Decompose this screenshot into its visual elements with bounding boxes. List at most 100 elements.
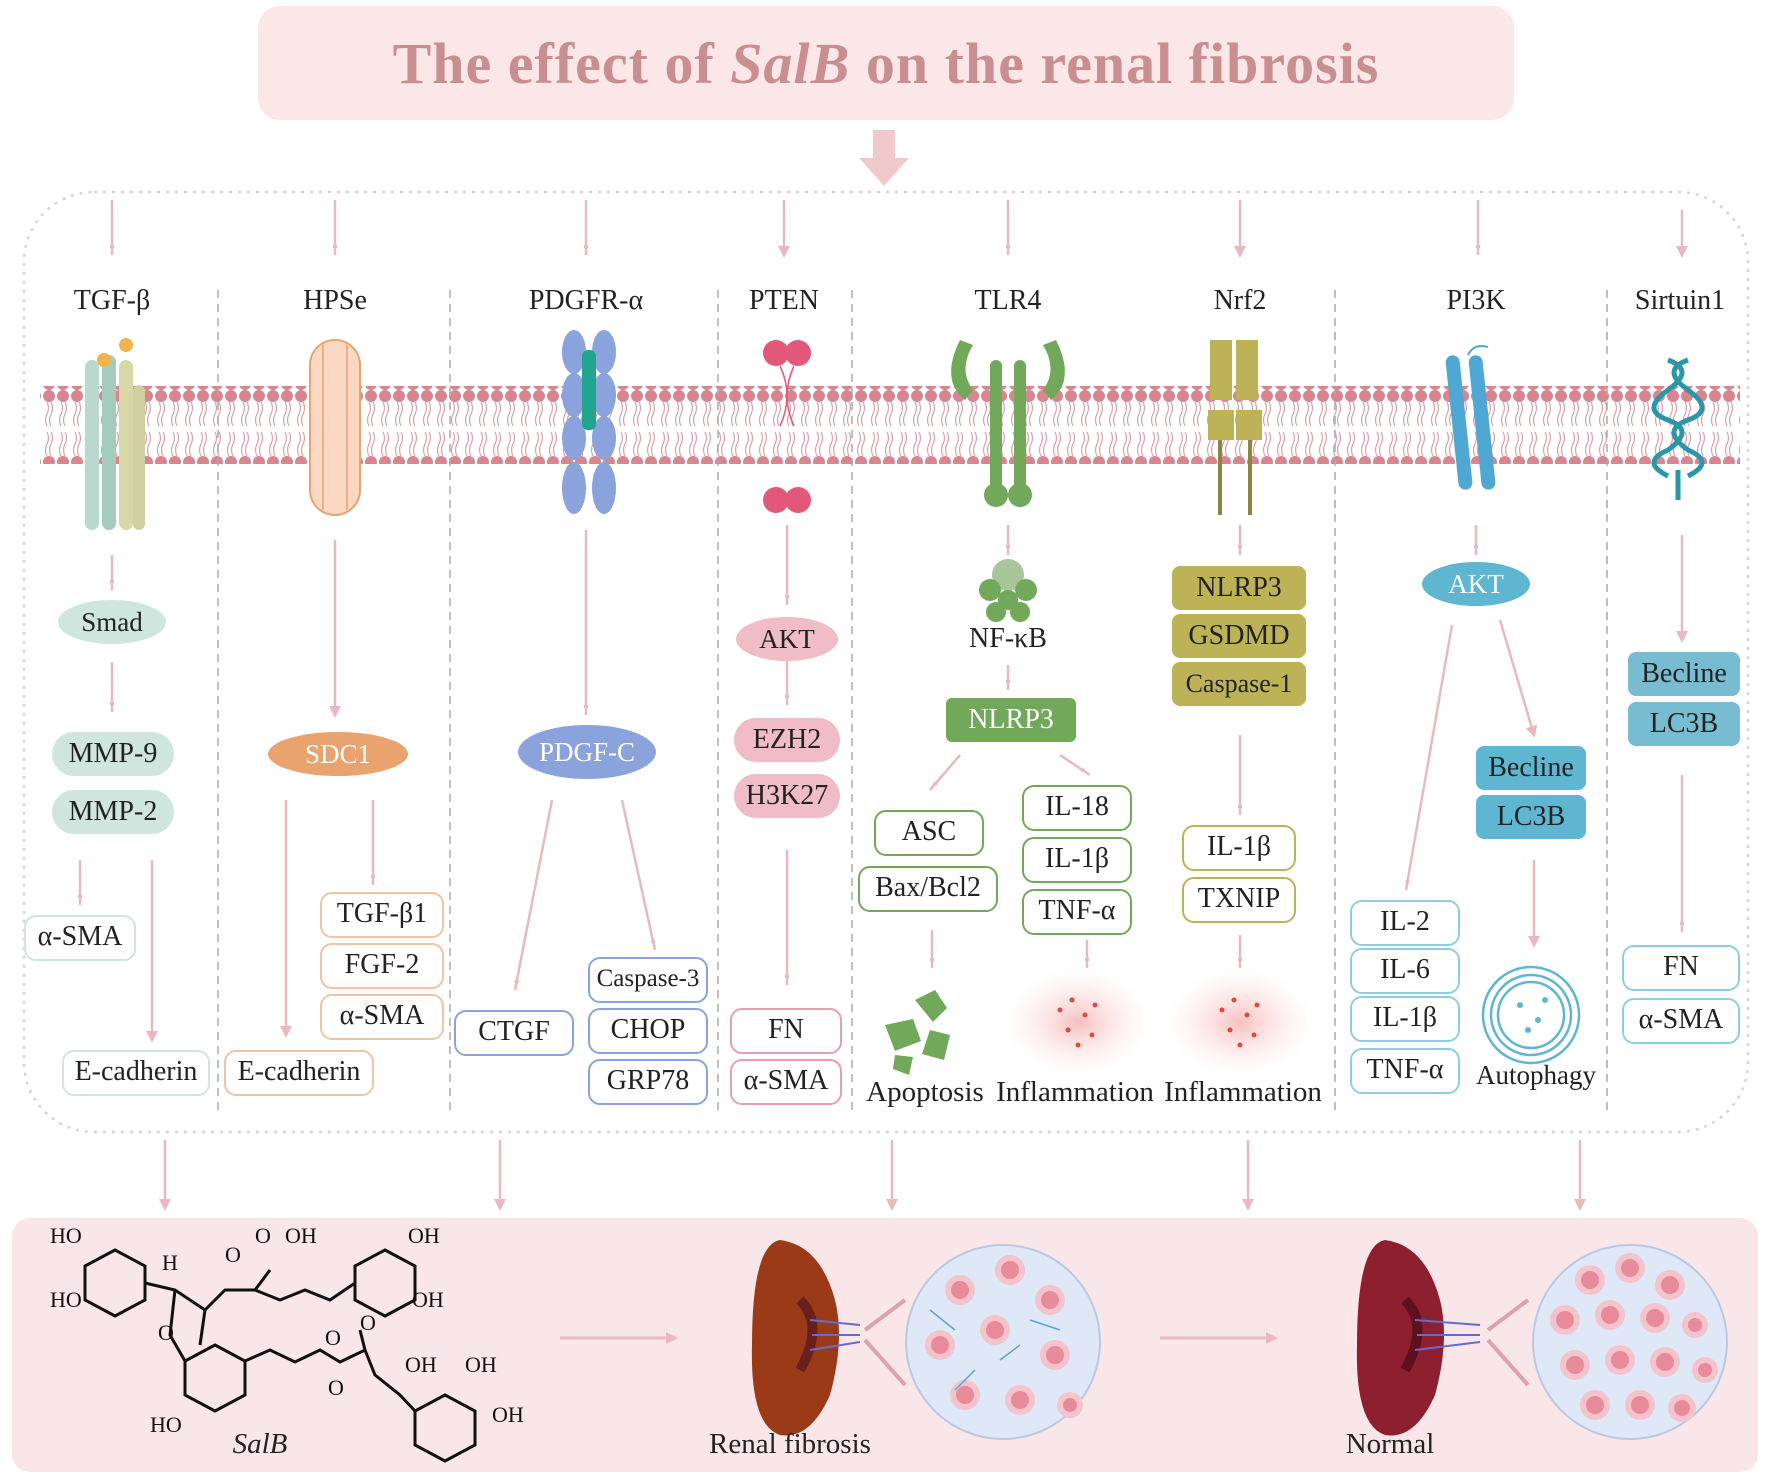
chop-node: CHOP bbox=[588, 1008, 708, 1054]
inflammation-icon-2 bbox=[1165, 967, 1315, 1077]
header-pten: PTEN bbox=[749, 285, 819, 316]
ctgf-node: CTGF bbox=[454, 1010, 574, 1056]
smad-node: Smad bbox=[58, 600, 166, 644]
grp78-node: GRP78 bbox=[588, 1059, 708, 1105]
il2-node: IL-2 bbox=[1350, 900, 1460, 946]
apoptosis-label: Apoptosis bbox=[866, 1076, 984, 1108]
renal-fibrosis-label: Renal fibrosis bbox=[709, 1428, 871, 1460]
nlrp3-node: NLRP3 bbox=[1172, 566, 1306, 610]
lc3b-node: LC3B bbox=[1476, 795, 1586, 839]
il1b-node: IL-1β bbox=[1022, 837, 1132, 883]
hpse-icon bbox=[309, 339, 361, 516]
nrf2-icon bbox=[1208, 340, 1262, 515]
atom-label: OH bbox=[412, 1287, 444, 1312]
alpha-sma-node: α-SMA bbox=[320, 994, 444, 1040]
pathway-connectors bbox=[78, 525, 1688, 1043]
atom-label: HO bbox=[50, 1223, 82, 1248]
normal-tissue-icon bbox=[1532, 1244, 1728, 1440]
caspase1-node: Caspase-1 bbox=[1172, 662, 1306, 706]
atom-label: OH bbox=[465, 1352, 497, 1377]
becline-node: Becline bbox=[1628, 652, 1740, 696]
akt-node: AKT bbox=[1422, 562, 1530, 606]
autophagy-label: Autophagy bbox=[1476, 1060, 1596, 1090]
h3k27-node: H3K27 bbox=[734, 774, 840, 818]
header-sirtuin1: Sirtuin1 bbox=[1634, 285, 1726, 316]
fgf2-node: FGF-2 bbox=[320, 943, 444, 989]
ezh2-node: EZH2 bbox=[734, 718, 840, 762]
main-down-arrow bbox=[859, 130, 909, 186]
salb-structure-icon bbox=[83, 1248, 477, 1463]
il18-node: IL-18 bbox=[1022, 785, 1132, 831]
nfkb-icon bbox=[979, 559, 1037, 622]
pathway-panel bbox=[22, 190, 1750, 1134]
lc3b-node: LC3B bbox=[1628, 702, 1740, 746]
atom-label: O bbox=[158, 1320, 174, 1345]
il6-node: IL-6 bbox=[1350, 948, 1460, 994]
tnf-alpha-node: TNF-α bbox=[1022, 889, 1132, 935]
apoptosis-icon bbox=[885, 990, 950, 1075]
txnip-node: TXNIP bbox=[1182, 877, 1296, 923]
sdc1-node: SDC1 bbox=[268, 732, 408, 776]
nlrp3-node: NLRP3 bbox=[946, 698, 1076, 742]
caspase3-node: Caspase-3 bbox=[588, 957, 708, 1003]
inflammation-icon-1 bbox=[1003, 967, 1153, 1077]
akt-node: AKT bbox=[736, 617, 838, 661]
alpha-sma-node: α-SMA bbox=[24, 915, 136, 961]
header-pi3k: PI3K bbox=[1446, 285, 1506, 316]
gsdmd-node: GSDMD bbox=[1172, 614, 1306, 658]
inflammation-label: Inflammation bbox=[1164, 1076, 1322, 1108]
mmp2-node: MMP-2 bbox=[52, 790, 174, 834]
bottom-connectors bbox=[159, 1140, 1586, 1211]
header-nrf2: Nrf2 bbox=[1213, 285, 1267, 316]
fibrotic-tissue-icon bbox=[905, 1244, 1101, 1440]
asc-node: ASC bbox=[874, 810, 984, 856]
header-tgf-beta: TGF-β bbox=[73, 285, 151, 316]
fn-node: FN bbox=[730, 1008, 842, 1054]
pi3k-icon bbox=[1445, 345, 1496, 490]
header-tlr4: TLR4 bbox=[974, 285, 1042, 316]
pdgf-c-node: PDGF-C bbox=[518, 725, 656, 779]
atom-label: O bbox=[255, 1223, 271, 1248]
autophagy-icon bbox=[1481, 965, 1581, 1065]
pten-icon bbox=[763, 340, 811, 513]
tlr4-icon bbox=[951, 340, 1065, 507]
alpha-sma-node: α-SMA bbox=[730, 1059, 842, 1105]
tnf-alpha-node: TNF-α bbox=[1350, 1048, 1460, 1094]
salb-atom-labels: HO HO H O O OH OH OH O HO O O O OH OH OH bbox=[50, 1223, 524, 1437]
atom-label: O bbox=[325, 1325, 341, 1350]
alpha-sma-node: α-SMA bbox=[1622, 998, 1740, 1044]
atom-label: HO bbox=[150, 1412, 182, 1437]
atom-label: HO bbox=[50, 1287, 82, 1312]
becline-node: Becline bbox=[1476, 746, 1586, 790]
sirtuin1-icon bbox=[1651, 357, 1705, 500]
header-hpse: HPSe bbox=[303, 285, 367, 316]
normal-label: Normal bbox=[1345, 1428, 1435, 1460]
mmp9-node: MMP-9 bbox=[52, 732, 174, 776]
normal-kidney-icon bbox=[1356, 1240, 1530, 1436]
fibrotic-kidney-icon bbox=[751, 1240, 907, 1436]
atom-label: OH bbox=[285, 1223, 317, 1248]
atom-label: H bbox=[162, 1250, 178, 1275]
column-separators bbox=[217, 290, 1608, 1110]
inflammation-label: Inflammation bbox=[996, 1076, 1154, 1108]
nfkb-label: NF-κB bbox=[969, 623, 1047, 654]
il1b-node: IL-1β bbox=[1182, 825, 1296, 871]
atom-label: OH bbox=[408, 1223, 440, 1248]
pdgfr-icon bbox=[562, 330, 616, 514]
top-connectors bbox=[110, 200, 1688, 258]
bottom-panel bbox=[12, 1218, 1758, 1472]
atom-label: OH bbox=[405, 1352, 437, 1377]
e-cadherin-node: E-cadherin bbox=[224, 1050, 374, 1096]
tgf-receptor-icon bbox=[85, 338, 145, 530]
bax-bcl2-node: Bax/Bcl2 bbox=[858, 866, 998, 912]
fn-node: FN bbox=[1622, 945, 1740, 991]
salb-label: SalB bbox=[232, 1428, 288, 1460]
figure-title: The effect of SalB on the renal fibrosis bbox=[392, 30, 1380, 96]
atom-label: O bbox=[328, 1375, 344, 1400]
e-cadherin-node: E-cadherin bbox=[62, 1050, 210, 1096]
atom-label: OH bbox=[492, 1402, 524, 1427]
il1b-node: IL-1β bbox=[1350, 996, 1460, 1042]
tgf-beta1-node: TGF-β1 bbox=[320, 892, 444, 938]
atom-label: O bbox=[225, 1242, 241, 1267]
